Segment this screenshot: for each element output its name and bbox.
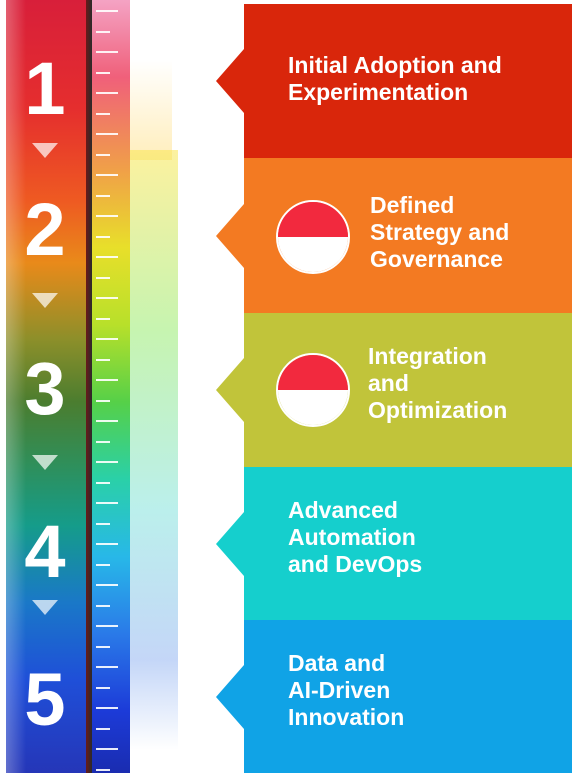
level-label-line: Experimentation — [288, 79, 469, 105]
thermometer-left-column — [6, 0, 86, 773]
level-label-line: Data and — [288, 650, 386, 676]
scale-tick — [96, 10, 118, 12]
level-label-line: and DevOps — [288, 551, 423, 577]
thermometer-glass-top — [130, 60, 172, 160]
scale-tick — [96, 543, 118, 545]
scale-tick — [96, 748, 118, 750]
scale-tick — [96, 400, 110, 402]
scale-ticks — [96, 0, 130, 773]
level-label-line: Optimization — [368, 397, 508, 423]
level-label-4: Advanced Automation and DevOps — [288, 497, 422, 578]
level-number-2: 2 — [24, 188, 66, 271]
scale-tick — [96, 215, 118, 217]
scale-tick — [96, 461, 118, 463]
scale-tick — [96, 31, 110, 33]
indonesia-flag-icon — [276, 353, 350, 427]
scale-tick — [96, 195, 110, 197]
level-label-line: and — [368, 370, 409, 396]
thermometer-scale-column — [92, 0, 130, 773]
level-label-line: Initial Adoption and — [288, 52, 502, 78]
down-arrow-icon — [32, 455, 58, 470]
scale-tick — [96, 646, 110, 648]
scale-tick — [96, 256, 118, 258]
scale-tick — [96, 584, 118, 586]
down-arrow-icon — [32, 293, 58, 308]
level-label-line: Strategy and — [370, 219, 510, 245]
thermometer-glass — [130, 150, 178, 750]
scale-tick — [96, 113, 110, 115]
scale-tick — [96, 379, 118, 381]
scale-tick — [96, 92, 118, 94]
level-label-line: Defined — [370, 192, 455, 218]
level-number-4: 4 — [24, 510, 66, 593]
scale-tick — [96, 769, 110, 771]
scale-tick — [96, 502, 118, 504]
scale-tick — [96, 564, 110, 566]
panel-pointer — [216, 203, 244, 268]
scale-tick — [96, 174, 118, 176]
level-label-line: Governance — [370, 246, 503, 272]
scale-tick — [96, 687, 110, 689]
level-panel-2: Defined Strategy and Governance — [216, 158, 572, 313]
scale-tick — [96, 338, 118, 340]
scale-tick — [96, 277, 110, 279]
down-arrow-icon — [32, 143, 58, 158]
level-label-5: Data and AI-Driven Innovation — [288, 650, 404, 731]
level-number-1: 1 — [24, 47, 66, 130]
scale-tick — [96, 51, 118, 53]
thermometer-divider — [86, 0, 92, 773]
level-label-1: Initial Adoption and Experimentation — [288, 52, 502, 106]
scale-tick — [96, 236, 110, 238]
scale-tick — [96, 133, 118, 135]
scale-tick — [96, 523, 110, 525]
scale-tick — [96, 728, 110, 730]
scale-tick — [96, 359, 110, 361]
level-label-line: Automation — [288, 524, 416, 550]
panel-pointer — [216, 511, 244, 576]
level-panel-4: Advanced Automation and DevOps — [216, 467, 572, 620]
panel-pointer — [216, 49, 244, 113]
down-arrow-icon — [32, 600, 58, 615]
scale-tick — [96, 441, 110, 443]
level-label-line: Integration — [368, 343, 487, 369]
level-label-line: Advanced — [288, 497, 398, 523]
level-panel-3: Integration and Optimization — [216, 313, 572, 467]
indonesia-flag-icon — [276, 200, 350, 274]
level-number-5: 5 — [24, 658, 66, 741]
level-number-3: 3 — [24, 347, 66, 430]
scale-tick — [96, 625, 118, 627]
level-panel-1: Initial Adoption and Experimentation — [216, 4, 572, 158]
scale-tick — [96, 605, 110, 607]
level-label-2: Defined Strategy and Governance — [370, 192, 509, 273]
scale-tick — [96, 72, 110, 74]
scale-tick — [96, 297, 118, 299]
panel-pointer — [216, 358, 244, 422]
scale-tick — [96, 482, 110, 484]
thermometer-shine — [6, 0, 26, 773]
level-panel-5: Data and AI-Driven Innovation — [216, 620, 572, 773]
level-label-line: Innovation — [288, 704, 405, 730]
scale-tick — [96, 154, 110, 156]
scale-tick — [96, 707, 118, 709]
level-label-line: AI-Driven — [288, 677, 391, 703]
scale-tick — [96, 666, 118, 668]
scale-tick — [96, 318, 110, 320]
panel-pointer — [216, 664, 244, 729]
level-label-3: Integration and Optimization — [368, 343, 507, 424]
scale-tick — [96, 420, 118, 422]
